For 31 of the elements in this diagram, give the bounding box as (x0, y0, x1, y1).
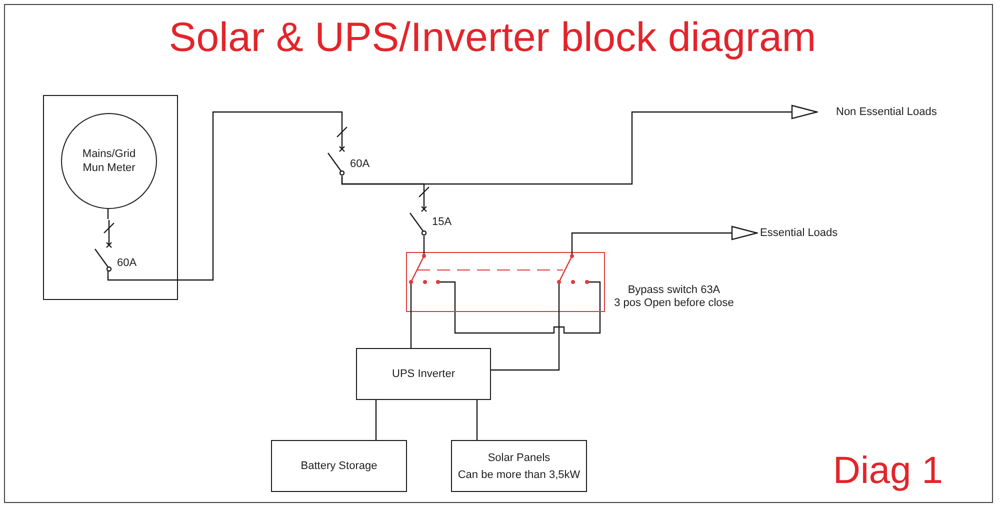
circuit-breaker-symbol (94, 220, 115, 272)
node-label: Can be more than 3,5kW (458, 468, 580, 482)
block-box (356, 348, 491, 400)
node-label: UPS Inverter (392, 367, 455, 381)
enclosure-box (43, 95, 178, 300)
wire (423, 236, 425, 252)
load-label: Essential Loads (760, 226, 838, 240)
meter-circle (61, 113, 157, 209)
diagram-title: Solar & UPS/Inverter block diagram (168, 14, 818, 61)
switch-note: 3 pos Open before close (613, 296, 735, 310)
switch-note: Bypass switch 63A (626, 283, 722, 297)
wire (476, 400, 478, 440)
wire (410, 312, 412, 348)
diagram-label: Diag 1 (833, 449, 943, 493)
block-box (271, 440, 407, 492)
rating-label: 60A (350, 157, 371, 171)
node-label: Solar Panels (488, 450, 550, 464)
node-label: Battery Storage (300, 459, 378, 473)
arrow (571, 226, 758, 252)
wire (341, 176, 424, 185)
circuit-breaker-symbol (409, 184, 430, 236)
wire (491, 312, 560, 371)
wire (107, 111, 343, 281)
rating-label: 60A (117, 256, 138, 270)
block-box (451, 440, 587, 492)
circuit-breaker-symbol (327, 124, 348, 176)
rating-label: 15A (432, 215, 453, 229)
load-label: Non Essential Loads (836, 105, 937, 119)
node-label: Mains/Grid Mun Meter (81, 147, 137, 175)
wire (107, 208, 109, 219)
wire (375, 400, 377, 440)
